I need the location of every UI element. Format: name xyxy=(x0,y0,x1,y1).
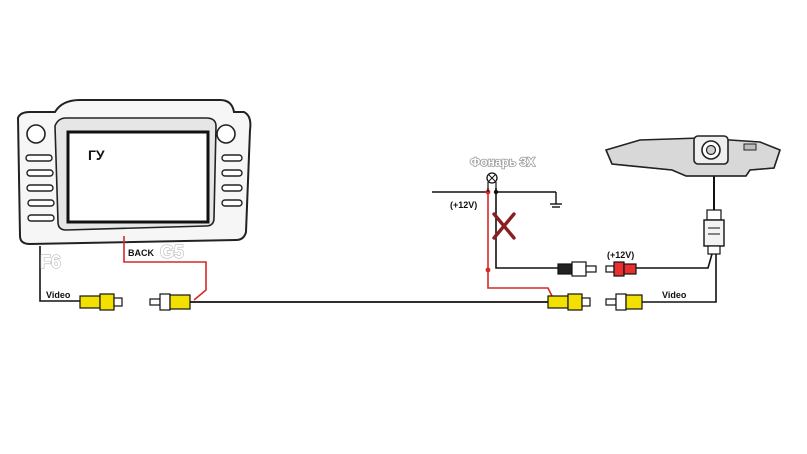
rca-black-plug xyxy=(557,261,597,277)
rca-yellow-jack-right xyxy=(547,293,591,311)
video-label-left: Video xyxy=(46,290,71,300)
rear-camera-icon xyxy=(604,135,781,177)
left-vent-slots xyxy=(25,154,55,222)
head-unit: ГУ xyxy=(16,99,252,246)
lamp-label: Фонарь ЗХ xyxy=(470,155,535,169)
cross-mark-icon xyxy=(492,212,516,240)
rca-yellow-plug-right xyxy=(605,293,643,311)
rca-red-jack xyxy=(605,261,637,277)
pin-g5-label: G5 xyxy=(160,242,184,262)
back-signal-wire xyxy=(123,236,207,301)
video-wire-left xyxy=(39,246,82,302)
video-wire-right xyxy=(640,254,717,303)
lamp-red-wire xyxy=(487,188,553,297)
plus12v-label-right: (+12V) xyxy=(607,250,634,260)
right-vent-slots xyxy=(221,154,243,207)
rca-yellow-jack-left xyxy=(79,293,123,311)
pin-f6-label: F6 xyxy=(40,252,61,272)
camera-connector xyxy=(703,209,725,255)
camera-power-wire xyxy=(636,253,713,269)
ground-icon xyxy=(550,203,562,208)
junction-dot xyxy=(485,267,491,273)
back-label: BACK xyxy=(128,248,154,258)
lamp-bulb-icon xyxy=(486,172,498,192)
right-knob-icon xyxy=(216,124,236,144)
rca-yellow-plug-left xyxy=(149,293,191,311)
head-unit-label: ГУ xyxy=(88,147,105,163)
video-label-right: Video xyxy=(662,290,687,300)
left-knob-icon xyxy=(26,124,46,144)
plus12v-label-left: (+12V) xyxy=(450,200,477,210)
